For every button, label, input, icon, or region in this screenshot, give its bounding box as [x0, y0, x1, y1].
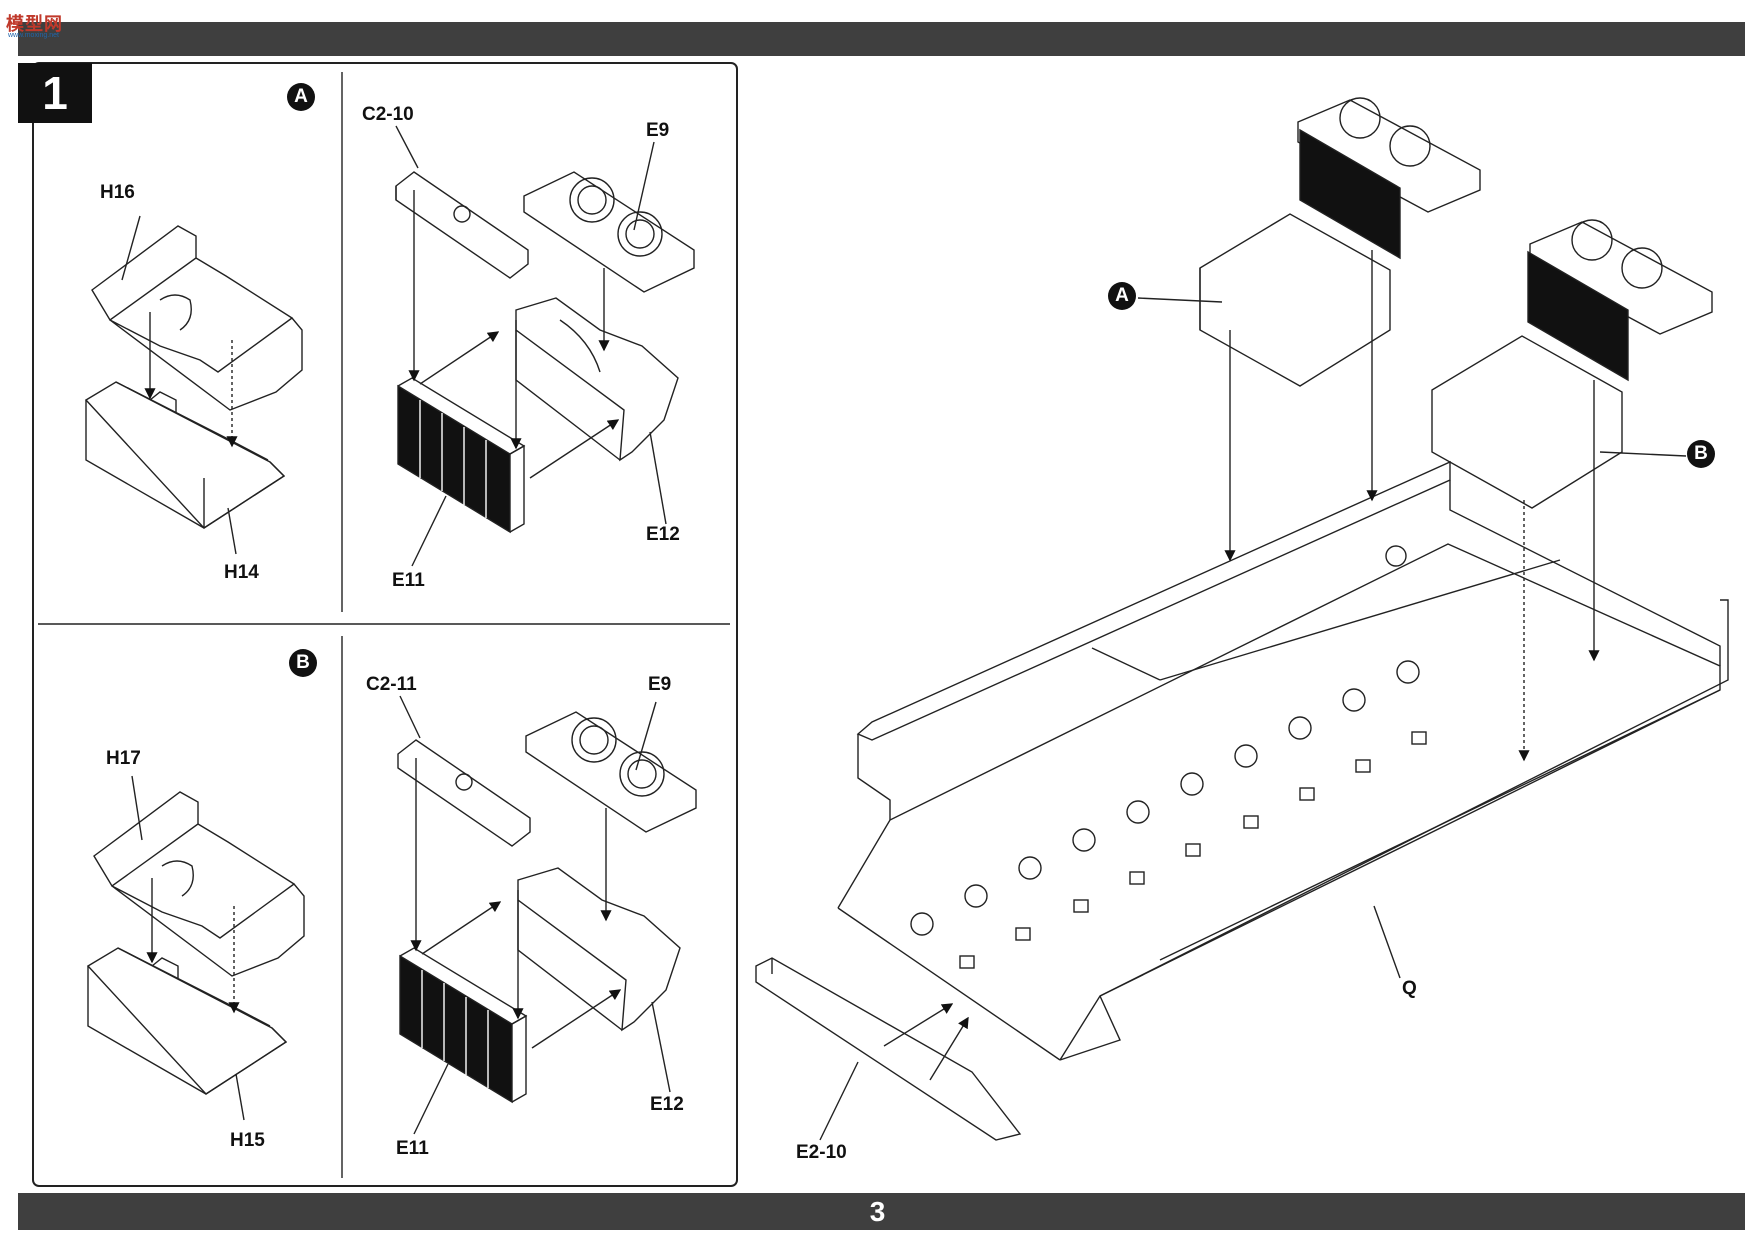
- label-e11-a: E11: [392, 570, 425, 591]
- part-e12-drawing-b: [517, 867, 681, 1032]
- part-h14-drawing: [84, 381, 286, 529]
- part-e11-drawing-b: [399, 947, 528, 1104]
- assembled-radiator-a-drawing: [1199, 97, 1481, 387]
- part-e11-drawing-a: [397, 377, 526, 534]
- label-h14: H14: [224, 562, 259, 583]
- part-c2-11-drawing: [397, 739, 531, 847]
- callout-a-main: A: [1108, 282, 1136, 310]
- logo-text: 模型网: [6, 14, 63, 34]
- label-c2-11: C2-11: [366, 674, 417, 695]
- label-h17: H17: [106, 748, 141, 769]
- label-e2-10: E2-10: [796, 1142, 847, 1163]
- page-number: 3: [869, 1196, 886, 1227]
- hull-fittings-drawing: [910, 545, 1427, 969]
- callout-a-left: A: [287, 83, 315, 111]
- footer-bar: [18, 1193, 1745, 1230]
- label-c2-10: C2-10: [362, 104, 414, 125]
- label-e11-b: E11: [396, 1138, 429, 1159]
- label-e12-a: E12: [646, 524, 680, 545]
- subassembly-panel: [32, 62, 738, 1187]
- hull-q-drawing: [837, 460, 1729, 1061]
- part-h17-drawing: [93, 791, 305, 977]
- label-e12-b: E12: [650, 1094, 684, 1115]
- part-h16-drawing: [91, 225, 303, 411]
- callout-b-main: B: [1687, 440, 1715, 468]
- part-h15-drawing: [86, 947, 288, 1095]
- site-logo: 模型网 www.moxing.net: [2, 4, 74, 40]
- part-e12-drawing-a: [515, 297, 679, 462]
- label-e9-a: E9: [646, 120, 670, 141]
- logo-subtext: www.moxing.net: [8, 32, 59, 39]
- header-bar: [18, 22, 1745, 56]
- label-h16: H16: [100, 182, 135, 203]
- part-e9-drawing-b: [525, 711, 697, 833]
- part-c2-10-drawing: [395, 171, 529, 279]
- label-q: Q: [1402, 978, 1417, 999]
- label-e9-b: E9: [648, 674, 672, 695]
- part-e2-10-drawing: [755, 957, 1022, 1141]
- step-number: 1: [18, 63, 92, 123]
- callout-b-left: B: [289, 649, 317, 677]
- part-e9-drawing-a: [523, 171, 695, 293]
- assembled-radiator-b-drawing: [1431, 219, 1713, 509]
- label-h15: H15: [230, 1130, 265, 1151]
